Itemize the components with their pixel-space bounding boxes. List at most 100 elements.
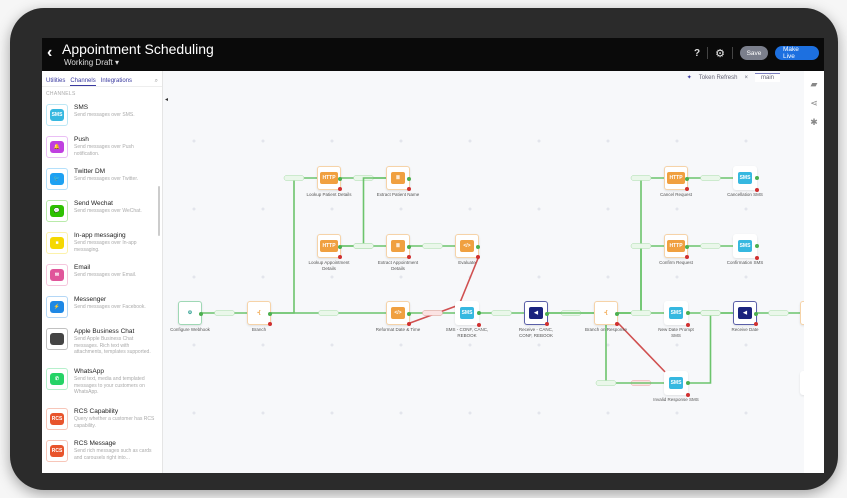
error-port[interactable] xyxy=(338,187,342,191)
error-port[interactable] xyxy=(338,255,342,259)
output-port[interactable] xyxy=(545,312,549,316)
error-edge xyxy=(617,322,669,376)
flow-node-invalid-sms[interactable]: SMS xyxy=(664,371,690,397)
output-port[interactable] xyxy=(755,244,759,248)
make-live-button[interactable]: Make Live xyxy=(775,46,819,60)
grid-dot xyxy=(675,411,679,415)
error-port[interactable] xyxy=(686,323,690,327)
notes-icon[interactable]: ▰ xyxy=(810,79,818,89)
grid-dot xyxy=(468,411,472,415)
flow-node-extract-patient[interactable]: ≣ xyxy=(386,166,411,191)
flow-node-branch[interactable]: ▪[ xyxy=(247,301,272,326)
error-port[interactable] xyxy=(407,255,411,259)
flow-node-reformat[interactable]: </> xyxy=(386,301,411,326)
error-port[interactable] xyxy=(755,256,759,260)
error-port[interactable] xyxy=(685,255,689,259)
edge-label xyxy=(768,310,789,316)
tab-main[interactable]: main xyxy=(754,73,780,82)
search-icon[interactable]: ⌕ xyxy=(154,78,158,84)
help-icon[interactable]: ? xyxy=(694,47,701,59)
flow-node-cancel-req[interactable]: HTTP xyxy=(664,166,689,191)
flow-node-lookup-appt[interactable]: HTTP xyxy=(317,234,342,259)
flow-node-sms-conf[interactable]: SMS xyxy=(455,301,481,327)
error-port[interactable] xyxy=(407,322,411,326)
output-port[interactable] xyxy=(338,245,342,249)
edge-label xyxy=(630,310,652,316)
scrollbar[interactable] xyxy=(158,186,160,236)
error-port[interactable] xyxy=(685,187,689,191)
flow-node-lookup-patient[interactable]: HTTP xyxy=(317,166,342,191)
output-port[interactable] xyxy=(338,177,342,181)
tab-utilities[interactable]: Utilities xyxy=(46,78,66,84)
channel-name: Twitter DM xyxy=(74,168,106,175)
output-port[interactable] xyxy=(199,312,203,316)
node-label: Lookup Appointment Details xyxy=(308,260,350,271)
flow-node-confirm-sms[interactable]: SMS xyxy=(733,234,759,260)
grid-dot xyxy=(399,139,403,143)
error-port[interactable] xyxy=(477,323,481,327)
error-port[interactable] xyxy=(407,187,411,191)
flow-node-extract-appt[interactable]: ≣ xyxy=(386,234,411,259)
flow-node-confirm-req[interactable]: HTTP xyxy=(664,234,689,259)
tab-token-refresh[interactable]: Token Refresh xyxy=(698,74,738,81)
tab-integrations[interactable]: Integrations xyxy=(100,78,133,84)
output-port[interactable] xyxy=(755,176,759,180)
channel-name: Apple Business Chat xyxy=(74,328,135,335)
back-icon[interactable]: ‹ xyxy=(47,44,53,61)
error-port[interactable] xyxy=(268,322,272,326)
error-port[interactable] xyxy=(755,188,759,192)
save-button[interactable]: Save xyxy=(740,46,768,60)
flow-node-new-date-sms[interactable]: SMS xyxy=(664,301,690,327)
output-port[interactable] xyxy=(477,311,481,315)
grid-dot xyxy=(537,275,541,279)
output-port[interactable] xyxy=(407,312,411,316)
error-port[interactable] xyxy=(686,393,690,397)
version-dropdown[interactable]: Working Draft ▾ xyxy=(64,58,119,67)
grid-dot xyxy=(261,343,265,347)
gear-icon[interactable]: ⚙ xyxy=(715,47,725,60)
channel-description: Send rich messages such as cards and car… xyxy=(74,448,152,461)
bug-icon[interactable]: ✱ xyxy=(810,117,818,127)
node-label: Cancel Request xyxy=(659,192,693,197)
output-port[interactable] xyxy=(685,177,689,181)
output-port[interactable] xyxy=(685,245,689,249)
tab-channels[interactable]: Channels xyxy=(70,78,96,86)
flow-node-receive-date[interactable]: ◀ xyxy=(733,301,758,326)
share-icon[interactable]: ⋖ xyxy=(810,98,818,108)
grid-dot xyxy=(468,343,472,347)
channel-description: Send messages over Email. xyxy=(74,272,137,278)
output-port[interactable] xyxy=(476,245,480,249)
output-port[interactable] xyxy=(407,245,411,249)
error-port[interactable] xyxy=(615,322,619,326)
output-port[interactable] xyxy=(686,381,690,385)
error-port[interactable] xyxy=(476,255,480,259)
output-port[interactable] xyxy=(754,312,758,316)
flow-node-evaluate[interactable]: </> xyxy=(455,234,480,259)
flow-node-receive-conf[interactable]: ◀ xyxy=(524,301,549,326)
error-port[interactable] xyxy=(754,322,758,326)
flow-node-cancel-sms[interactable]: SMS xyxy=(733,166,759,192)
receive-icon: ◀ xyxy=(738,307,752,319)
output-port[interactable] xyxy=(686,311,690,315)
flow-node-branch-resp[interactable]: ▪[ xyxy=(594,301,619,326)
output-port[interactable] xyxy=(615,312,619,316)
error-port[interactable] xyxy=(545,322,549,326)
collapse-sidebar-icon[interactable]: ◂ xyxy=(165,97,169,103)
node-label: Reformat Date & Time xyxy=(375,327,421,332)
output-port[interactable] xyxy=(268,312,272,316)
output-port[interactable] xyxy=(407,177,411,181)
close-icon[interactable]: × xyxy=(744,74,748,81)
flow-node-webhook[interactable]: ⚙ xyxy=(178,301,203,325)
